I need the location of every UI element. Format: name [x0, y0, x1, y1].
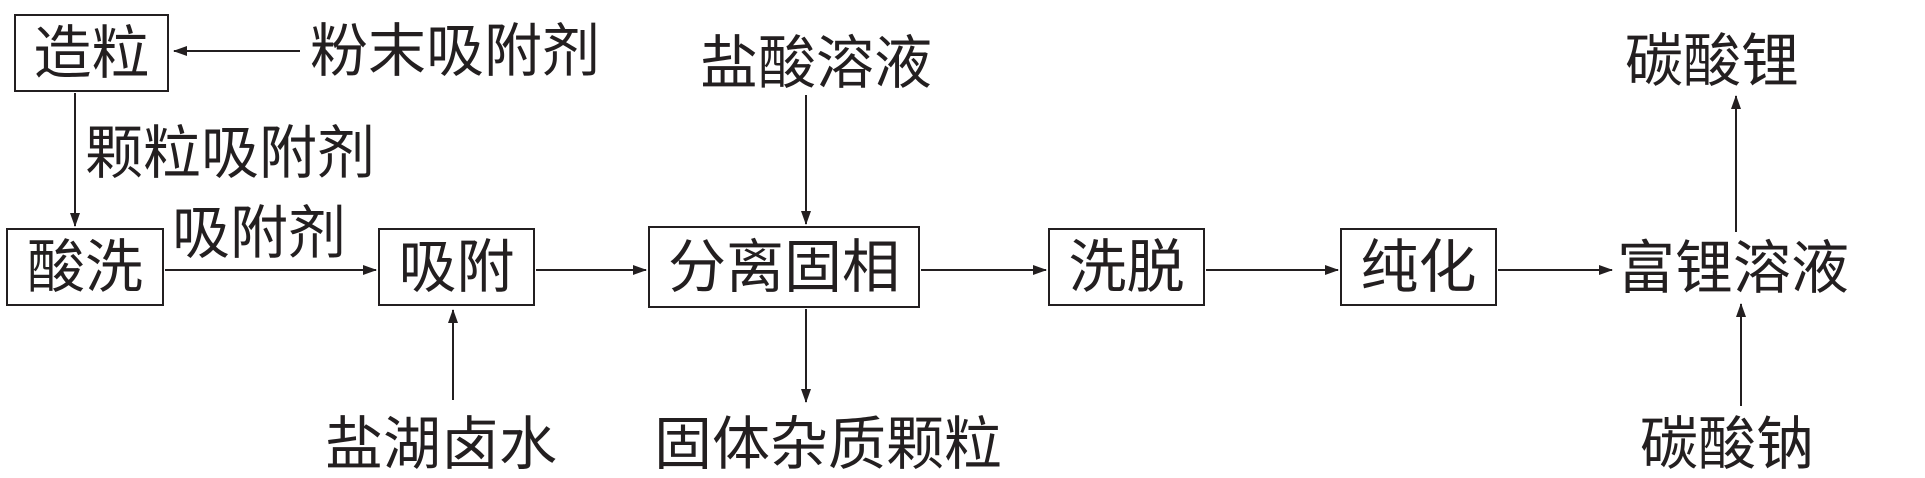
salt-lake-brine-label: 盐湖卤水	[325, 410, 558, 478]
acid-wash-box: 酸洗	[6, 228, 164, 306]
granulation-box: 造粒	[14, 14, 169, 92]
granular-adsorbent-label: 颗粒吸附剂	[85, 119, 376, 187]
lithium-carbonate-label: 碳酸锂	[1625, 27, 1800, 95]
purification-box: 纯化	[1340, 228, 1497, 306]
elution-box: 洗脱	[1048, 228, 1205, 306]
solid-impurity-label: 固体杂质颗粒	[654, 410, 1003, 478]
separation-box: 分离固相	[648, 226, 920, 308]
sodium-carbonate-label: 碳酸钠	[1640, 410, 1815, 478]
lithium-solution-label: 富锂溶液	[1617, 234, 1850, 302]
adsorbent-label: 吸附剂	[172, 199, 347, 267]
hydrochloric-acid-label: 盐酸溶液	[700, 29, 933, 97]
powder-adsorbent-label: 粉末吸附剂	[310, 17, 601, 85]
adsorption-box: 吸附	[378, 228, 535, 306]
